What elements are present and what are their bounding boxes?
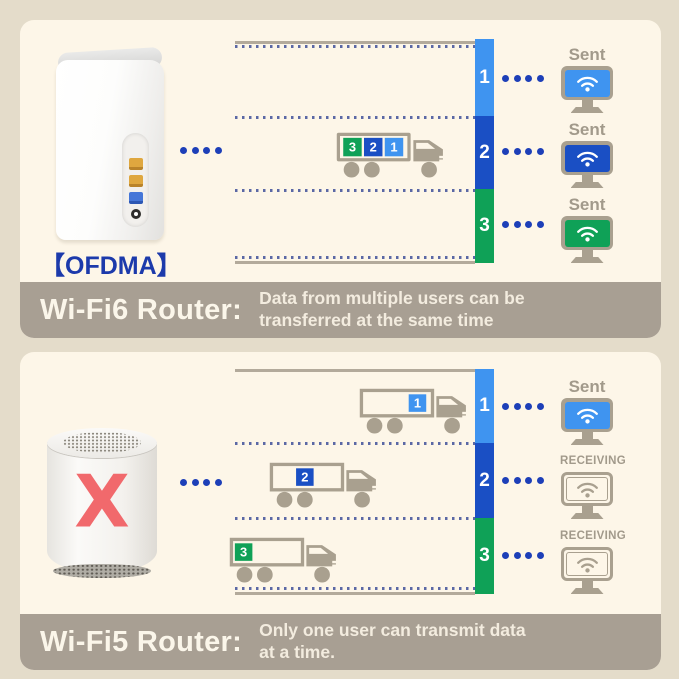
signal-dots [502,552,544,559]
lane-border-solid [235,261,475,264]
subcarrier-bar: 1 2 3 [475,369,494,594]
monitor-status-label: Sent [568,45,606,64]
lane-divider-dotted [235,442,475,445]
user-device-3: RECEIVING [560,526,626,594]
router-ports [122,133,149,227]
monitor-screen [564,144,610,172]
signal-dots [502,403,544,410]
wifi5-caption-title: Wi-Fi5 Router: [40,625,243,658]
power-jack-icon [130,209,141,219]
lane-divider-dotted [235,189,475,192]
wifi-icon [576,557,598,573]
lane-divider-dotted [235,45,475,48]
user-device-1: Sent [560,45,614,113]
channel-number: 3 [479,545,490,566]
signal-dots [502,477,544,484]
monitor-status-label: Sent [568,120,606,139]
packet-1: 1 [414,396,421,411]
subcarrier-bar: 1 2 3 [475,39,494,263]
lane-divider-dotted [235,116,475,119]
truck-with-packets-icon: 3 2 1 [336,132,445,178]
wifi6-caption-bar: Wi-Fi6 Router: Data from multiple users … [20,282,661,338]
channel-2-segment: 2 [475,116,494,189]
wifi-icon [576,151,598,167]
wifi6-router-image [56,46,164,242]
truck-user-3-icon: 3 [229,537,338,583]
channel-2-segment: 2 [475,443,494,518]
channel-1-segment: 1 [475,39,494,116]
packet-2: 2 [301,470,308,485]
wifi5-caption-text: Only one user can transmit data at a tim… [259,620,526,662]
wifi5-router-image: X [47,428,157,578]
lane-border-solid [235,369,475,372]
lane-divider-dotted [235,517,475,520]
ethernet-port-icon [128,175,143,187]
wifi-icon [576,76,598,92]
computer-monitor-icon [561,141,613,188]
monitor-status-label: RECEIVING [560,455,626,467]
channel-number: 3 [479,215,490,236]
wifi6-caption-text: Data from multiple users can be transfer… [259,288,525,330]
signal-dots [502,221,544,228]
wifi5-panel: X 1 2 [20,352,661,670]
monitor-status-label: Sent [568,377,606,396]
router-top-vent [47,428,157,458]
user-device-2: RECEIVING [560,451,626,519]
computer-monitor-icon [561,547,613,594]
error-x-mark: X [74,459,130,544]
ofdma-label: 【OFDMA】 [40,252,182,280]
computer-monitor-icon [561,472,613,519]
lane-divider-dotted [235,587,475,590]
monitor-screen [566,552,608,576]
wifi-icon [576,226,598,242]
channel-number: 1 [479,66,490,88]
router-bottom-vent [53,564,151,578]
computer-monitor-icon [561,216,613,263]
wifi6-panel: 【OFDMA】 3 2 1 1 2 [20,20,661,338]
channel-number: 2 [479,141,490,163]
wan-port-icon [128,192,143,204]
monitor-screen [564,69,610,97]
wifi-icon [576,408,598,424]
channel-1-segment: 1 [475,369,494,443]
signal-dots [180,147,222,154]
wifi6-caption-title: Wi-Fi6 Router: [40,293,243,326]
wifi-icon [576,482,598,498]
signal-dots [502,148,544,155]
packet-2: 2 [370,140,377,155]
monitor-screen [564,401,610,429]
lane-divider-dotted [235,256,475,259]
truck-user-1-icon: 1 [359,388,468,434]
packet-3: 3 [349,140,356,155]
user-device-3: Sent [560,195,614,263]
truck-user-2-icon: 2 [269,462,378,508]
channel-number: 2 [479,469,490,491]
router-body [47,442,157,573]
signal-dots [502,75,544,82]
monitor-screen [564,219,610,247]
user-device-2: Sent [560,120,614,188]
monitor-screen [566,477,608,501]
computer-monitor-icon [561,398,613,445]
user-device-1: Sent [560,377,614,445]
ethernet-port-icon [128,158,143,170]
signal-dots [180,479,222,486]
lane-border-solid [235,41,475,44]
packet-1: 1 [390,140,397,155]
monitor-status-label: Sent [568,195,606,214]
wifi5-caption-bar: Wi-Fi5 Router: Only one user can transmi… [20,614,661,670]
packet-3: 3 [240,545,247,560]
computer-monitor-icon [561,66,613,113]
channel-number: 1 [479,395,490,416]
channel-3-segment: 3 [475,189,494,263]
monitor-status-label: RECEIVING [560,530,626,542]
lane-border-solid [235,592,475,595]
router-body [56,60,164,240]
channel-3-segment: 3 [475,518,494,594]
